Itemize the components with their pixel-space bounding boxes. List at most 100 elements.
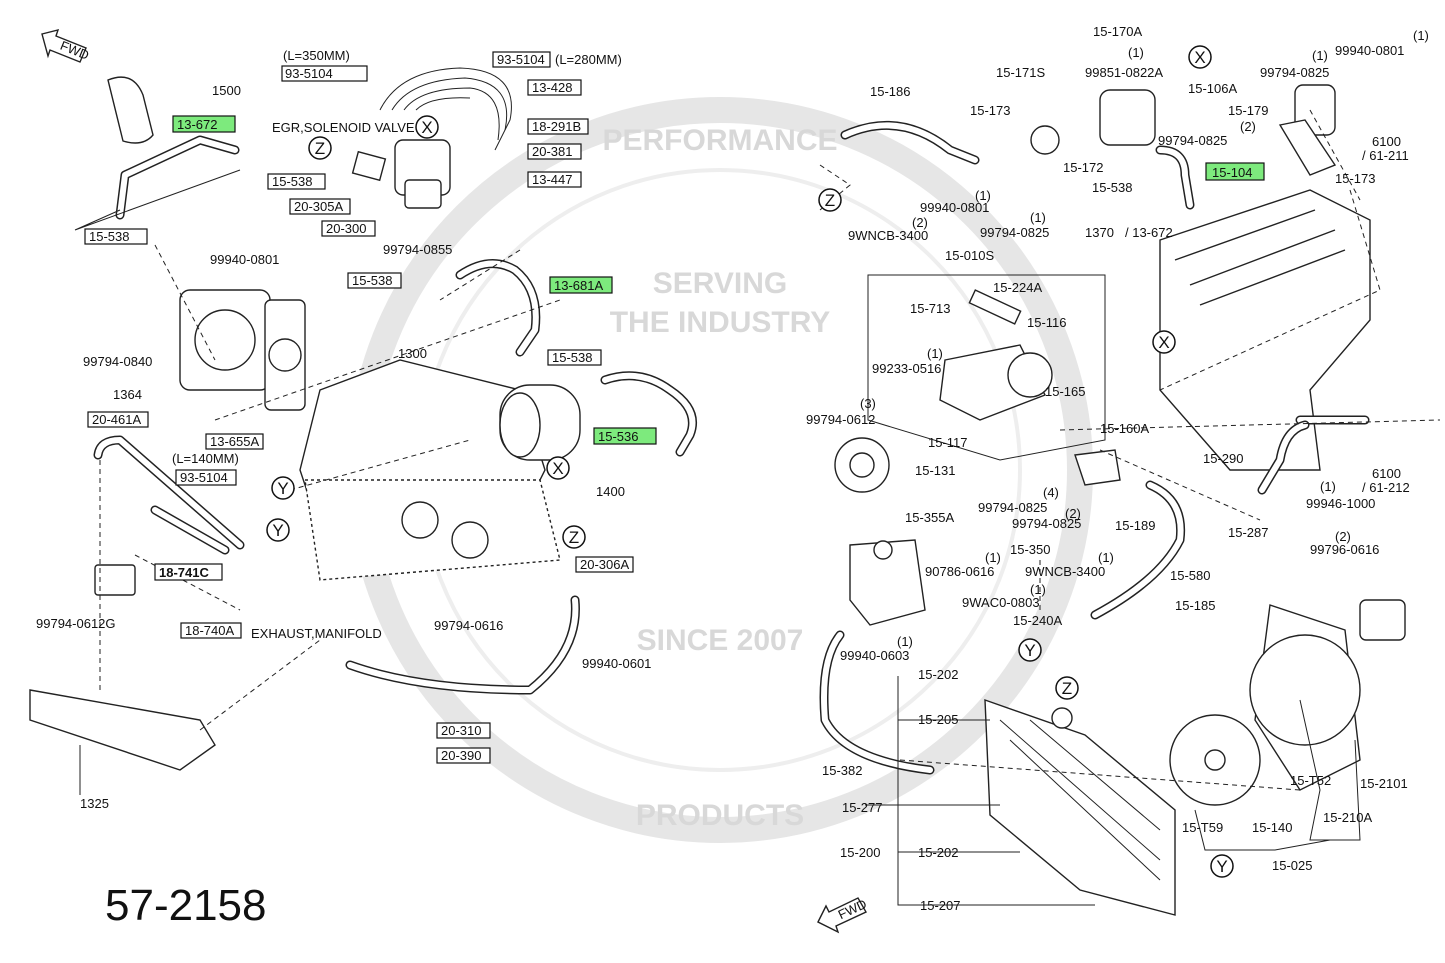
thermostat-housing-shape	[1030, 84, 1337, 176]
svg-text:15-277: 15-277	[842, 800, 882, 815]
svg-text:15-117: 15-117	[928, 435, 968, 450]
solenoid-18-741c-shape	[94, 564, 136, 596]
fwd-arrow-top: FWD	[41, 29, 91, 63]
callout-z[interactable]: Z	[562, 525, 586, 549]
fwd-arrow-bottom: FWD	[817, 896, 869, 934]
svg-text:Y: Y	[272, 521, 283, 540]
svg-text:15-179: 15-179	[1228, 103, 1268, 118]
callout-y[interactable]: Y	[271, 476, 295, 500]
leader-lines-right	[819, 109, 1441, 906]
svg-text:93-5104: 93-5104	[497, 52, 545, 67]
highlight-13-672[interactable]	[172, 115, 236, 133]
svg-text:15-536: 15-536	[598, 429, 638, 444]
svg-text:15-131: 15-131	[915, 463, 955, 478]
callout-y[interactable]: Y	[1018, 638, 1042, 662]
callout-y[interactable]: Y	[266, 518, 290, 542]
svg-text:20-306A: 20-306A	[580, 557, 629, 572]
pipe-20-310-shape	[345, 595, 580, 695]
svg-text:15-186: 15-186	[870, 84, 910, 99]
svg-text:99233-0516: 99233-0516	[872, 361, 941, 376]
labels-left: (L=350MM) 93-5104 93-5104 (L=280MM) 13-4…	[36, 48, 657, 811]
svg-text:15-538: 15-538	[89, 229, 129, 244]
callout-y[interactable]: Y	[1210, 854, 1234, 878]
svg-text:/ 61-211: / 61-211	[1362, 148, 1409, 163]
fuel-rail-shape	[29, 689, 216, 771]
svg-text:15-290: 15-290	[1203, 451, 1243, 466]
callout-x[interactable]: X	[1152, 330, 1176, 354]
callout-z[interactable]: Z	[1055, 676, 1079, 700]
svg-text:15-205: 15-205	[918, 712, 958, 727]
svg-text:15-350: 15-350	[1010, 542, 1050, 557]
svg-text:15-172: 15-172	[1063, 160, 1103, 175]
svg-text:(2): (2)	[1240, 119, 1256, 134]
svg-text:(1): (1)	[1312, 48, 1328, 63]
svg-text:(1): (1)	[1413, 28, 1429, 43]
svg-text:99946-1000: 99946-1000	[1306, 496, 1375, 511]
highlight-15-104[interactable]	[1205, 162, 1265, 181]
svg-text:20-461A: 20-461A	[92, 412, 141, 427]
svg-text:6100: 6100	[1372, 466, 1401, 481]
svg-text:99794-0855: 99794-0855	[383, 242, 452, 257]
svg-text:90786-0616: 90786-0616	[925, 564, 994, 579]
svg-text:1500: 1500	[212, 83, 241, 98]
callout-z[interactable]: Z	[308, 136, 332, 160]
water-pump-box	[867, 274, 1106, 461]
svg-text:EXHAUST,MANIFOLD: EXHAUST,MANIFOLD	[251, 626, 382, 641]
svg-text:20-381: 20-381	[532, 144, 572, 159]
callout-x[interactable]: X	[1188, 45, 1212, 69]
svg-text:99940-0801: 99940-0801	[1335, 43, 1404, 58]
callout-z[interactable]: Z	[818, 188, 842, 212]
highlight-13-681a[interactable]	[549, 276, 613, 294]
callouts: X Z Y Y X Z X Z X Y Z Y	[266, 45, 1234, 878]
svg-text:Y: Y	[1024, 641, 1035, 660]
svg-text:99796-0616: 99796-0616	[1310, 542, 1379, 557]
svg-text:15-538: 15-538	[352, 273, 392, 288]
svg-text:15-207: 15-207	[920, 898, 960, 913]
svg-text:(4): (4)	[1043, 485, 1059, 500]
svg-text:(1): (1)	[897, 634, 913, 649]
svg-text:15-382: 15-382	[822, 763, 862, 778]
watermark-industry: THE INDUSTRY	[610, 306, 831, 339]
svg-text:6100: 6100	[1372, 134, 1401, 149]
svg-text:15-355A: 15-355A	[905, 510, 954, 525]
svg-text:(L=350MM): (L=350MM)	[283, 48, 350, 63]
svg-text:15-538: 15-538	[552, 350, 592, 365]
callout-x[interactable]: X	[546, 456, 570, 480]
egr-valve-shape	[351, 139, 451, 209]
svg-text:15-210A: 15-210A	[1323, 810, 1372, 825]
svg-text:13-655A: 13-655A	[210, 434, 259, 449]
svg-text:15-580: 15-580	[1170, 568, 1210, 583]
diagram-number: 57-2158	[105, 881, 266, 930]
intake-manifold-shape	[299, 359, 561, 581]
svg-text:1364: 1364	[113, 387, 142, 402]
svg-text:X: X	[1158, 333, 1169, 352]
svg-text:99794-0825: 99794-0825	[980, 225, 1049, 240]
svg-text:93-5104: 93-5104	[285, 66, 333, 81]
canister-shape	[499, 384, 581, 461]
svg-text:Z: Z	[569, 528, 579, 547]
svg-text:15-T52: 15-T52	[1290, 773, 1331, 788]
svg-text:(2): (2)	[1065, 506, 1081, 521]
fan-shroud-shape	[1169, 599, 1406, 806]
svg-text:/ 13-672: / 13-672	[1125, 225, 1173, 240]
svg-text:18-741C: 18-741C	[159, 565, 209, 580]
hose-20-461a-shape	[93, 435, 245, 555]
svg-text:99940-0601: 99940-0601	[582, 656, 651, 671]
svg-text:(2): (2)	[1335, 529, 1351, 544]
hose-15-290-shape	[1257, 415, 1370, 495]
watermark-ring-top: PERFORMANCE	[602, 124, 837, 157]
svg-text:13-447: 13-447	[532, 172, 572, 187]
svg-text:15-189: 15-189	[1115, 518, 1155, 533]
callout-x[interactable]: X	[415, 115, 439, 139]
svg-text:99940-0801: 99940-0801	[920, 200, 989, 215]
svg-text:(2): (2)	[912, 215, 928, 230]
svg-text:Z: Z	[1062, 679, 1072, 698]
svg-text:Z: Z	[315, 139, 325, 158]
svg-text:Z: Z	[825, 191, 835, 210]
svg-text:9WAC0-0803: 9WAC0-0803	[962, 595, 1040, 610]
svg-text:99794-0612: 99794-0612	[806, 412, 875, 427]
svg-text:18-740A: 18-740A	[185, 623, 234, 638]
svg-text:15-173: 15-173	[1335, 171, 1375, 186]
svg-text:15-287: 15-287	[1228, 525, 1268, 540]
highlight-15-536[interactable]	[593, 427, 657, 445]
